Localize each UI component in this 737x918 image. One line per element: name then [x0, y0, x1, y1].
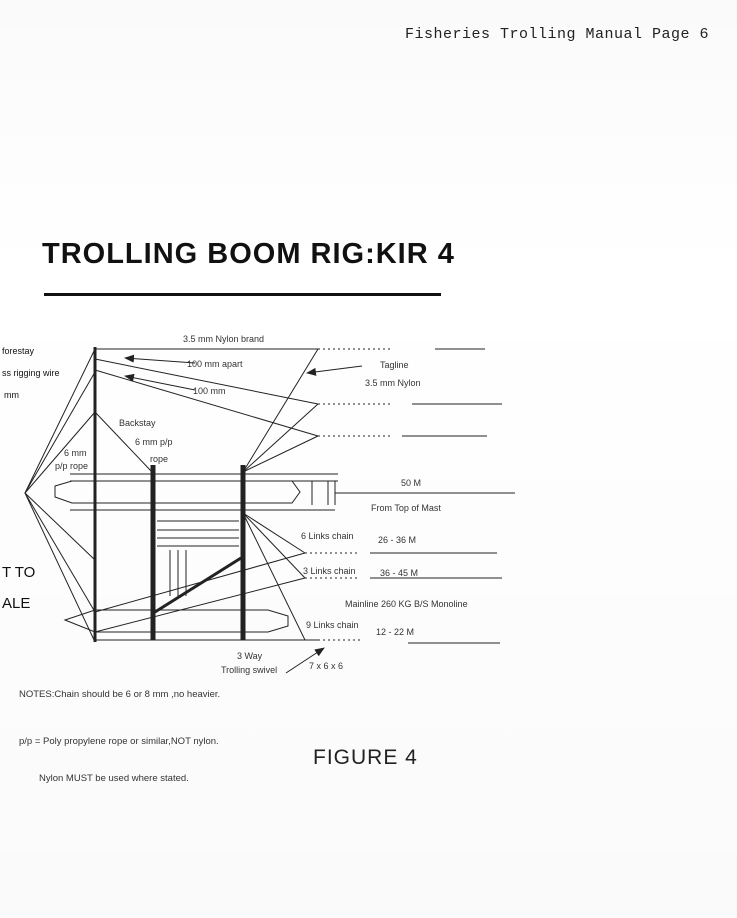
rope-label: rope: [150, 454, 169, 464]
chain3-label: 3 Links chain: [303, 566, 356, 576]
t-to-label: T TO: [2, 564, 36, 581]
figure-label: FIGURE 4: [313, 746, 418, 769]
forestay-label: forestay: [2, 346, 35, 356]
from-top-label: From Top of Mast: [371, 503, 441, 513]
trolling-swivel-label: Trolling swivel: [221, 665, 278, 675]
ale-label: ALE: [2, 595, 31, 612]
range-12-label: 12 - 22 M: [376, 627, 415, 637]
left-pp-rope-label: p/p rope: [55, 461, 89, 471]
nylon-brand-label: 3.5 mm Nylon brand: [183, 334, 265, 344]
pp-rope-label: 6 mm p/p: [135, 437, 173, 447]
backstay-label: Backstay: [119, 418, 156, 428]
cross-brace: [154, 556, 242, 614]
mm100-label: 100 mm: [193, 386, 226, 396]
range-26-label: 26 - 36 M: [378, 535, 417, 545]
apart-label: 100 mm apart: [187, 359, 243, 369]
range-36-label: 36 - 45 M: [380, 568, 419, 578]
three-way-label: 3 Way: [237, 651, 263, 661]
chain6-label: 6 Links chain: [301, 531, 354, 541]
swivel-size-label: 7 x 6 x 6: [309, 661, 344, 671]
page-header: Fisheries Trolling Manual Page 6: [404, 26, 709, 43]
rigging-wire-label: ss rigging wire: [2, 368, 60, 378]
note-nylon: Nylon MUST be used where stated.: [39, 773, 189, 784]
tagline-label: Tagline: [380, 360, 409, 370]
note-chain: NOTES:Chain should be 6 or 8 mm ,no heav…: [19, 689, 221, 700]
title-underline: [44, 293, 441, 296]
note-pp: p/p = Poly propylene rope or similar,NOT…: [19, 736, 219, 747]
chain9-label: 9 Links chain: [306, 620, 359, 630]
fifty-m-label: 50 M: [401, 478, 422, 488]
page-title: TROLLING BOOM RIG:KIR 4: [42, 238, 455, 270]
left-6mm-label: 6 mm: [64, 448, 87, 458]
mm-label: mm: [4, 390, 19, 400]
mainline-label: Mainline 260 KG B/S Monoline: [345, 599, 468, 609]
tagline-nylon-label: 3.5 mm Nylon: [365, 378, 421, 388]
